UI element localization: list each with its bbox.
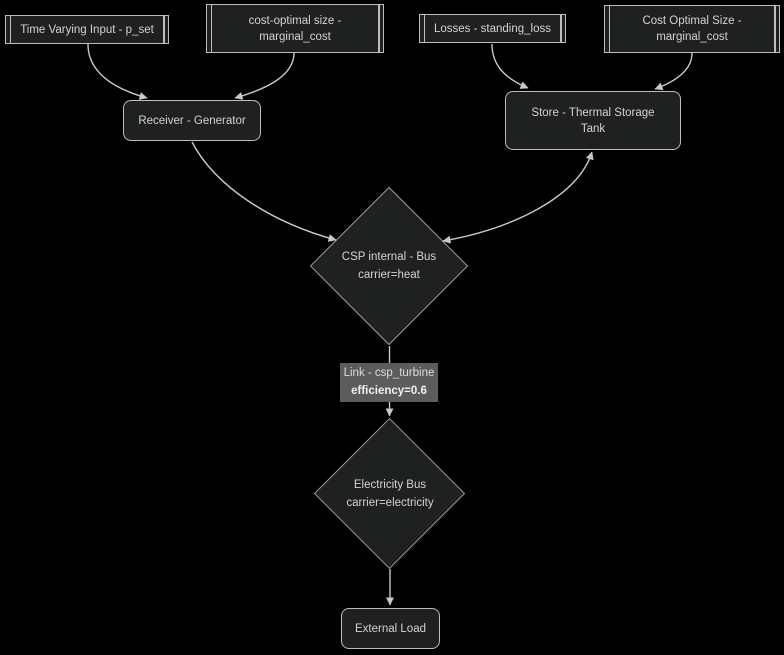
edge-pset-to-receiver	[87, 43, 148, 100]
node-label-line2: carrier=electricity	[346, 497, 434, 509]
node-time-varying-input: Time Varying Input - p_set	[5, 15, 169, 44]
edge-losses-to-store	[491, 43, 529, 89]
node-losses-standing-loss: Losses - standing_loss	[419, 14, 566, 43]
node-label: Losses - standing_loss	[434, 22, 551, 35]
node-cost-optimal-size-store: Cost Optimal Size - marginal_cost	[604, 5, 780, 53]
node-label: External Load	[355, 622, 426, 635]
node-label: Time Varying Input - p_set	[20, 23, 154, 36]
node-label-line2: marginal_cost	[656, 31, 728, 43]
node-label-line2: carrier=heat	[358, 269, 420, 281]
node-external-load: External Load	[341, 608, 440, 649]
edge-label-line1: Link - csp_turbine	[343, 367, 435, 379]
node-label-line1: Electricity Bus	[353, 479, 427, 491]
node-store-thermal-storage-tank: Store - Thermal Storage Tank	[505, 91, 681, 150]
node-receiver-generator: Receiver - Generator	[123, 100, 261, 141]
edge-store-to-csp-bus-bidirectional	[442, 151, 594, 244]
node-label-line2: Tank	[580, 122, 606, 135]
node-label-line1: cost-optimal size -	[248, 14, 342, 27]
node-electricity-bus-label: Electricity Bus carrier=electricity	[310, 476, 470, 512]
edge-generator-cost-to-receiver	[234, 52, 295, 100]
edge-receiver-to-csp-bus	[191, 141, 337, 242]
node-label-line2: marginal_cost	[259, 30, 331, 43]
node-label-line1: Cost Optimal Size -	[642, 15, 742, 27]
node-cost-optimal-size-generator: cost-optimal size - marginal_cost	[206, 4, 384, 53]
node-label-line1: CSP internal - Bus	[341, 251, 437, 263]
node-label: Receiver - Generator	[138, 114, 246, 127]
node-label-line1: Store - Thermal Storage	[531, 106, 655, 119]
node-csp-internal-bus-label: CSP internal - Bus carrier=heat	[309, 248, 469, 284]
edge-label-link-csp-turbine: Link - csp_turbine efficiency=0.6	[340, 363, 438, 402]
edge-label-line2: efficiency=0.6	[351, 385, 427, 397]
edge-store-cost-to-store	[654, 52, 693, 91]
